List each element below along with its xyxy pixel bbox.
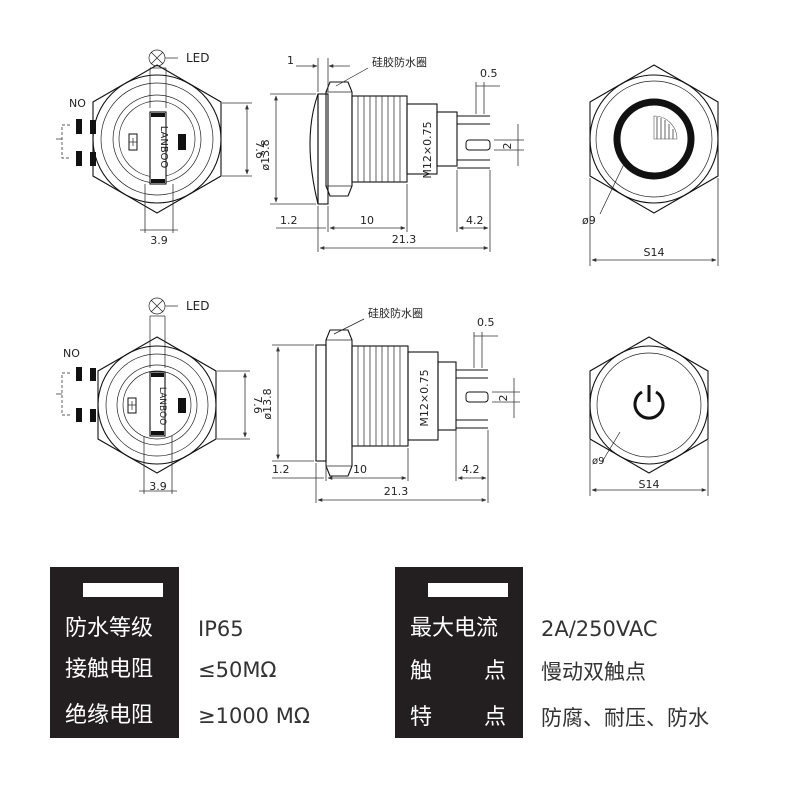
spec-label-waterproof: 防水等级 [65,616,154,641]
led-label-bottom: LED [186,299,210,313]
side-view-top: M12×0.75 1 硅胶防水圈 ø13.8 [259,54,524,252]
technical-drawings: LANBOO NO LED [56,49,719,503]
dim-1-2-top: 1.2 [280,214,298,227]
dim-10-top: 10 [360,214,374,227]
front-view-top: ø9 S14 [582,64,719,266]
spec-label-contact-char-1: 触 [410,659,433,684]
front-view-bottom: ø9 S14 [589,336,709,496]
dim-s14-bottom: S14 [639,478,660,491]
dim-1-top: 1 [287,54,294,67]
no-label-bottom: NO [63,347,80,360]
dim-2-top: 2 [501,143,514,150]
spec-label-features-char-1: 特 [410,705,433,730]
spec-panel-left: 防水等级 接触电阻 绝缘电阻 [50,567,179,738]
dim-7-6-top: 7.6 [253,141,266,159]
spec-label-contact-char-2: 点 [483,659,506,684]
spec-label-contact: 触 点 [410,659,506,685]
dim-0-5-bottom: 0.5 [477,316,495,329]
panel-header-bar [83,583,163,597]
spec-label-contact-resistance: 接触电阻 [65,657,154,682]
spec-label-features: 特 点 [410,705,506,731]
dim-4-2-bottom: 4.2 [462,463,480,476]
spec-panel-right: 最大电流 触 点 特 点 [395,567,523,738]
spec-label-features-char-2: 点 [483,705,506,730]
spec-value-features: 防腐、耐压、防水 [541,706,709,730]
no-label-top: NO [69,97,86,110]
dim-3-9-bottom: 3.9 [149,480,167,493]
panel-header-bar [428,583,508,597]
power-icon [633,385,665,420]
brand-text-bottom: LANBOO [157,387,167,425]
spec-value-insulation-resistance: ≥1000 MΩ [198,704,310,728]
spec-label-insulation-resistance: 绝缘电阻 [65,703,154,728]
dim-13-8-top: ø13.8 [259,139,272,170]
back-view-top: LANBOO NO LED [56,49,266,247]
spec-value-contact-resistance: ≤50MΩ [198,658,277,682]
dim-7-6-bottom: 7.6 [251,396,264,414]
seal-label-top: 硅胶防水圈 [372,55,427,69]
dim-3-9-top: 3.9 [150,234,168,247]
dim-21-3-bottom: 21.3 [384,485,409,498]
dim-1-2-bottom: 1.2 [272,463,290,476]
spec-value-waterproof: IP65 [198,617,244,641]
dim-9-bottom: ø9 [592,456,604,467]
thread-label-top: M12×0.75 [421,121,434,178]
led-label-top: LED [186,51,210,65]
dim-13-8-bottom: ø13.8 [261,388,274,419]
dim-2-bottom: 2 [497,395,510,402]
dim-21-3-top: 21.3 [392,233,417,246]
spec-value-max-current: 2A/250VAC [541,617,658,641]
brand-text-top: LANBOO [158,126,169,169]
thread-label-bottom: M12×0.75 [418,369,431,426]
dim-10-bottom: 10 [353,463,367,476]
spec-label-max-current: 最大电流 [410,616,499,641]
spec-value-contact: 慢动双触点 [541,660,646,684]
seal-label-bottom: 硅胶防水圈 [368,306,423,320]
back-view-bottom: LANBOO NO LED 7.6 [56,297,264,494]
dim-s14-top: S14 [644,246,665,259]
dim-4-2-top: 4.2 [466,214,484,227]
dim-0-5-top: 0.5 [480,67,498,80]
side-view-bottom: M12×0.75 硅胶防水圈 ø13.8 0.5 2 [261,306,520,503]
dim-9-top: ø9 [582,214,596,227]
